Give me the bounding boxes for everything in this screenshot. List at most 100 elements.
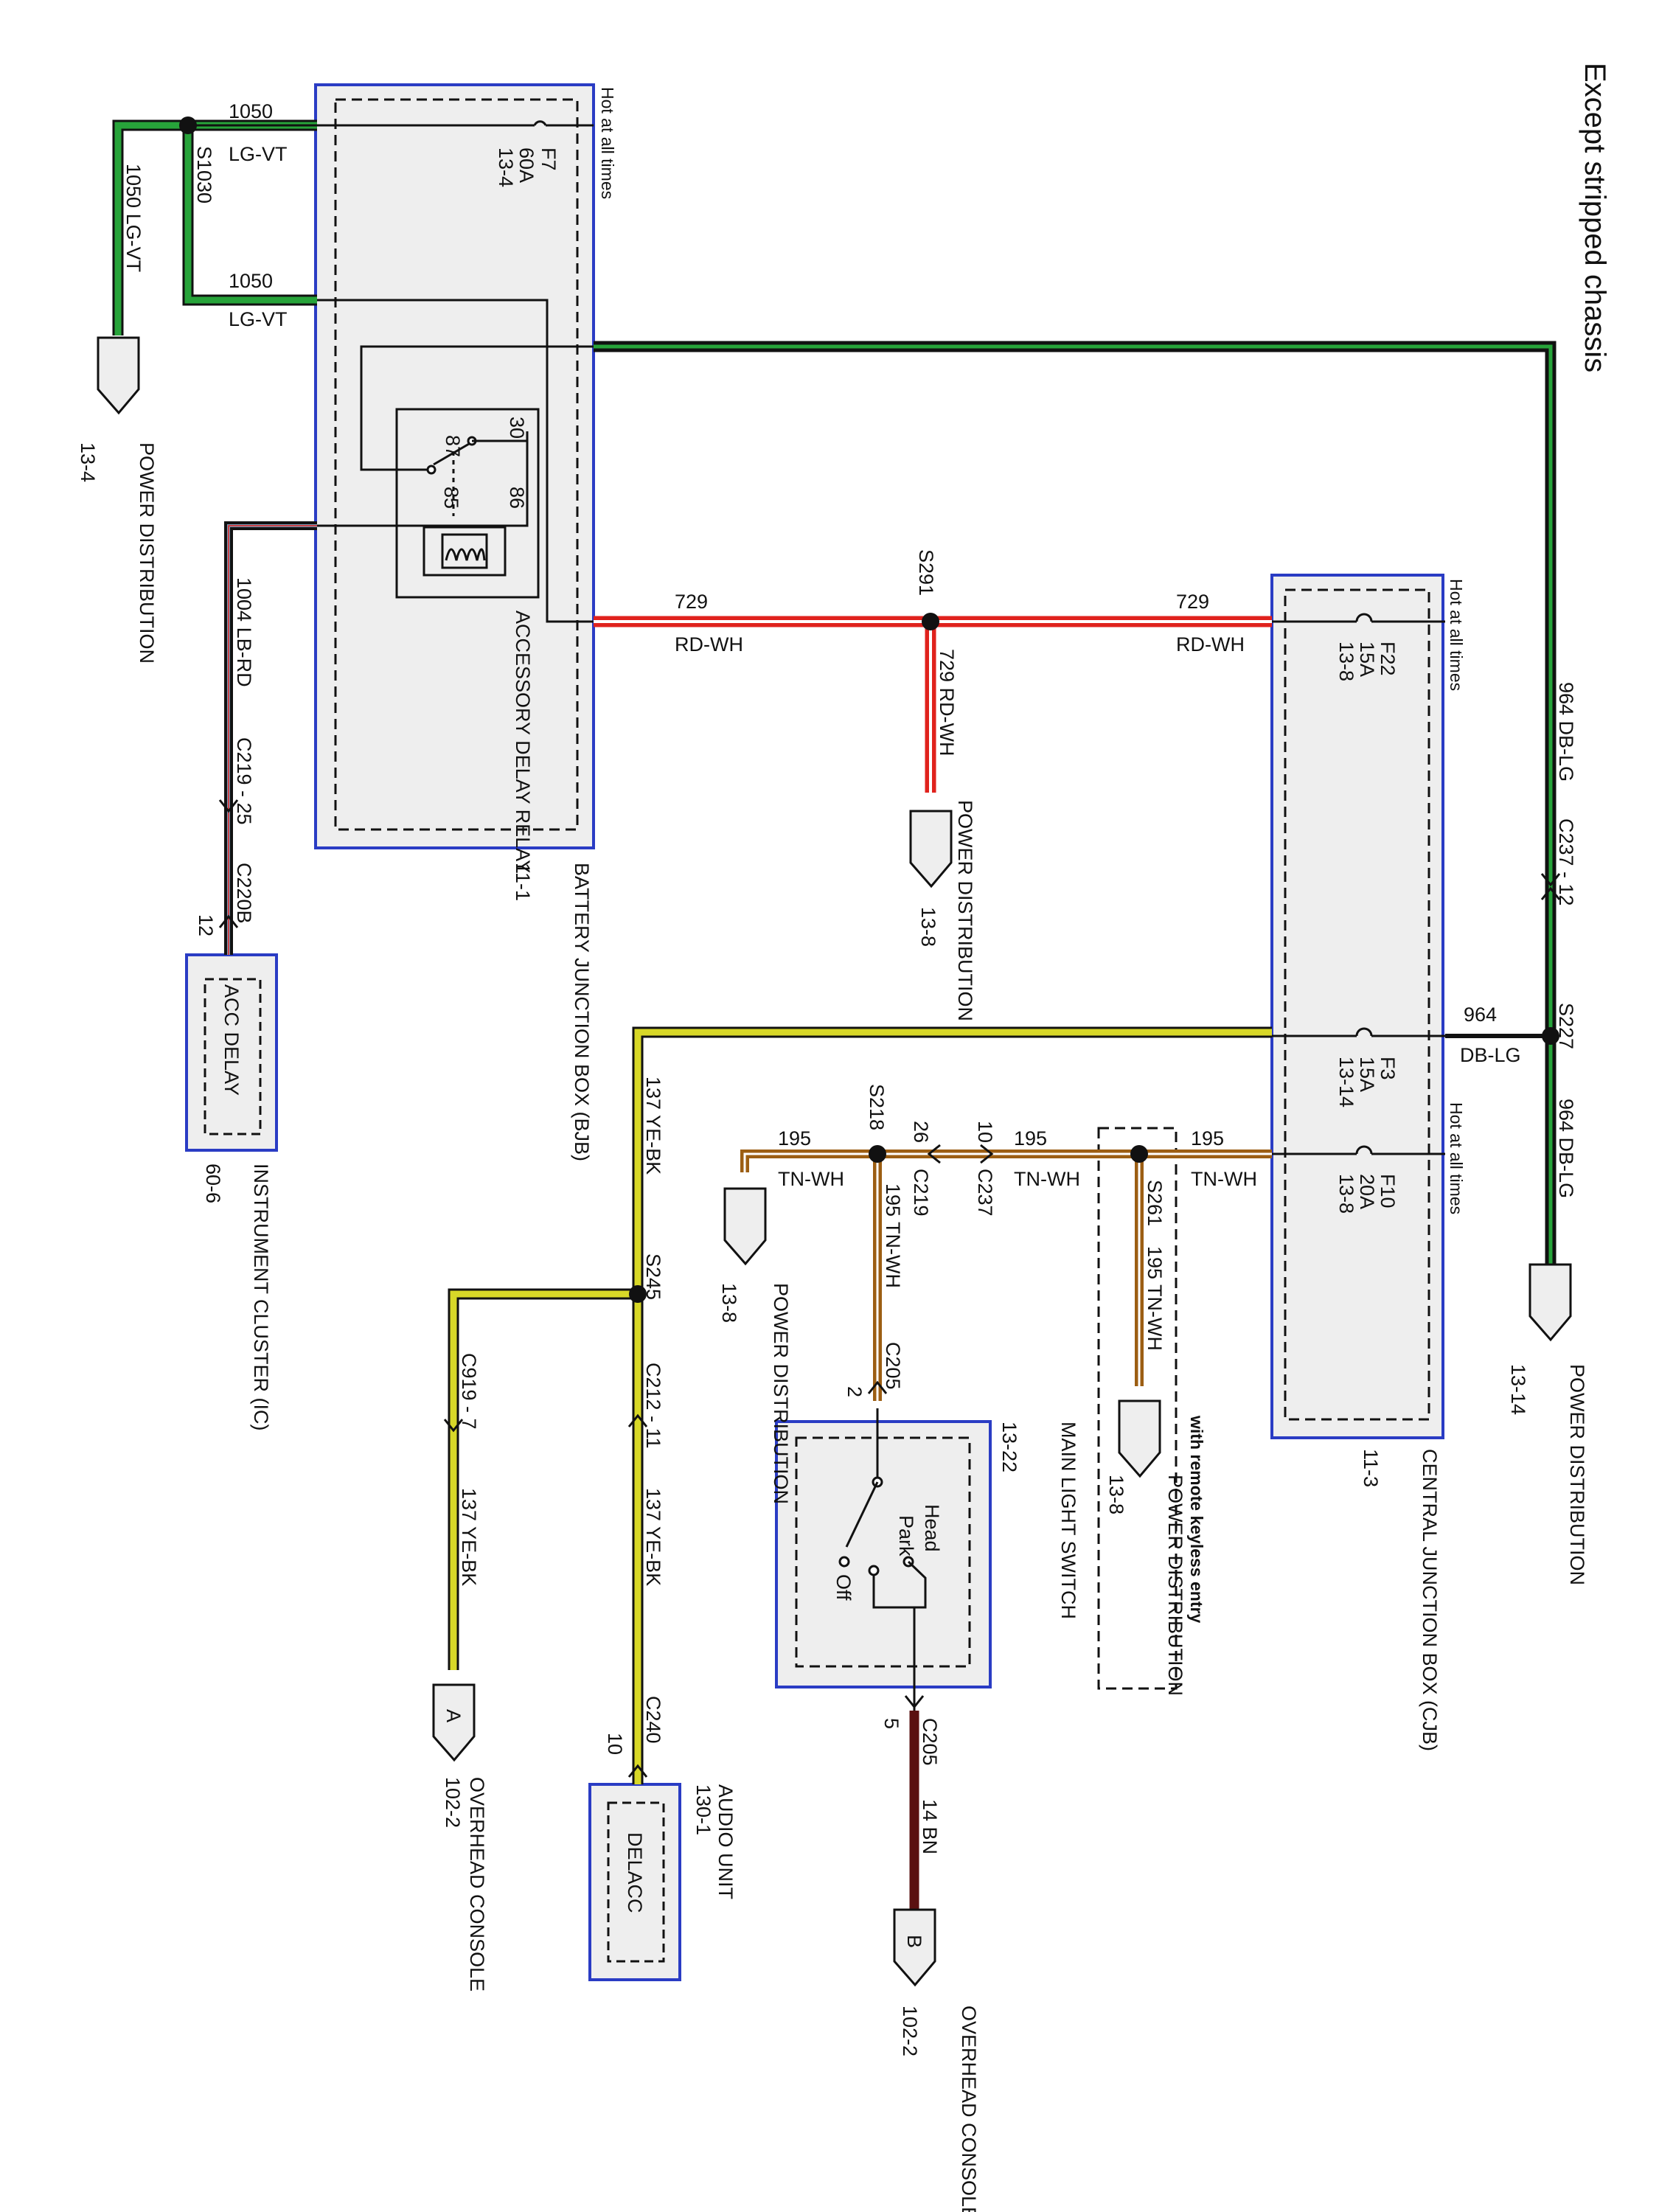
conn-c219: C219 — [910, 1169, 932, 1217]
conn-c240: C240 — [642, 1696, 664, 1744]
conn-pin-26: 26 — [910, 1121, 932, 1143]
mls-inner-dashed — [795, 1436, 971, 1668]
wire-137-ye-bk — [448, 1026, 1272, 1784]
overhead-a-ref: 102-2 — [442, 1777, 464, 1828]
acc-delay-label: ACC DELAY — [220, 984, 243, 1096]
rke-note: with remote keyless entry — [1187, 1415, 1206, 1623]
conn-c219-25: C219 - 25 — [233, 737, 255, 825]
relay-pin-86: 86 — [506, 487, 528, 509]
cjb-internal-circuit — [1272, 613, 1445, 1155]
mls-name: MAIN LIGHT SWITCH — [1057, 1422, 1079, 1619]
overhead-terminal-a: A — [432, 1683, 476, 1762]
cjb-fuse-f22: F22 — [1377, 641, 1399, 676]
wire-195-color-left: TN-WH — [778, 1168, 844, 1190]
overhead-terminal-b: B — [893, 1908, 936, 1987]
cjb-fuse-f10: F10 — [1377, 1174, 1399, 1208]
pd-terminal-13-4 — [97, 336, 140, 415]
wire-195-label-mid: 195 — [1014, 1127, 1047, 1150]
splice-s245-label: S245 — [642, 1253, 664, 1300]
mls-park: Park — [895, 1515, 917, 1557]
conn-c237-12: C237 - 12 — [1555, 818, 1577, 906]
pd-13-14-name: POWER DISTRIBUTION — [1566, 1364, 1588, 1585]
pd-terminal-13-8-rdwh — [909, 810, 953, 888]
wire-137-vertical-mid: 137 YE-BK — [642, 1488, 664, 1586]
cjb-hot-label-f10: Hot at all times — [1447, 1102, 1466, 1214]
pd-terminal-13-8-tnwh — [723, 1187, 767, 1266]
conn-c205-top: C205 — [882, 1342, 904, 1390]
splice-s227-label: S227 — [1555, 1003, 1577, 1049]
relay-name: ACCESSORY DELAY RELAY — [512, 611, 534, 873]
rke-option-dashed-box — [1097, 1127, 1178, 1690]
cjb-outline — [1270, 574, 1444, 1439]
relay-pin-87: 87 — [442, 435, 464, 457]
pd-13-4-name: POWER DISTRIBUTION — [136, 442, 158, 664]
audio-delacc-label: DELACC — [624, 1832, 646, 1913]
wire-729-label-left: 729 — [675, 591, 708, 613]
cjb-hot-label-f22: Hot at all times — [1447, 579, 1466, 691]
wire-964-db-lg — [594, 341, 1557, 1268]
wire-964-vertical-bottom: 964 DB-LG — [1555, 1099, 1577, 1198]
conn-c919-7: C919 - 7 — [458, 1353, 480, 1430]
bjb-name: BATTERY JUNCTION BOX (BJB) — [571, 863, 593, 1161]
cjb-name: CENTRAL JUNCTION BOX (CJB) — [1419, 1449, 1441, 1751]
wire-195-color-mid: TN-WH — [1014, 1168, 1080, 1190]
splice-s291-label: S291 — [915, 549, 937, 596]
bjb-internal-circuit — [188, 120, 594, 623]
wire-1050-color-mid: LG-VT — [229, 308, 288, 330]
conn-c237: C237 — [974, 1169, 996, 1217]
ic-name: INSTRUMENT CLUSTER (IC) — [250, 1164, 272, 1431]
mls-head: Head — [921, 1504, 943, 1552]
conn-c212-11: C212 - 11 — [642, 1363, 664, 1449]
wire-729-color-left: RD-WH — [675, 633, 743, 655]
relay-pin-30: 30 — [506, 417, 528, 439]
cjb-f3-rating: 15A — [1356, 1057, 1378, 1092]
wire-137-vertical-left: 137 YE-BK — [458, 1488, 480, 1586]
battery-junction-box — [314, 83, 595, 849]
wire-964-color: DB-LG — [1460, 1044, 1521, 1066]
splice-s1030 — [179, 116, 197, 134]
splice-s261-label: S261 — [1144, 1180, 1166, 1226]
overhead-b-name: OVERHEAD CONSOLE — [958, 2006, 980, 2212]
splice-s1030-label: S1030 — [193, 146, 215, 204]
bjb-ref: 11-1 — [512, 863, 534, 901]
terminal-a-label: A — [442, 1709, 465, 1722]
pd-13-4-ref: 13-4 — [77, 442, 99, 482]
overhead-b-ref: 102-2 — [899, 2006, 921, 2056]
cjb-inner-dashed — [1284, 588, 1430, 1421]
main-light-switch-contacts — [838, 1408, 927, 1688]
conn-pin-2: 2 — [844, 1386, 866, 1397]
overhead-a-name: OVERHEAD CONSOLE — [466, 1777, 488, 1992]
wire-14-bn-label: 14 BN — [919, 1799, 941, 1854]
splice-s261 — [1130, 1145, 1148, 1163]
bjb-inner-dashed — [334, 98, 579, 831]
cjb-f3-ref: 13-14 — [1335, 1057, 1357, 1107]
wire-195-label-left: 195 — [778, 1127, 811, 1150]
wire-1004-label: 1004 LB-RD — [233, 577, 255, 687]
cjb-f22-ref: 13-8 — [1335, 641, 1357, 681]
ic-inner-dashed — [204, 978, 262, 1135]
cjb-f10-ref: 13-8 — [1335, 1174, 1357, 1214]
wire-195-tn-wh — [740, 1150, 1272, 1401]
wire-137-vertical-top: 137 YE-BK — [642, 1077, 664, 1175]
mls-outline — [775, 1420, 992, 1688]
mls-off: Off — [832, 1574, 855, 1601]
relay-pin-85: 85 — [440, 487, 462, 509]
pd-13-8-rke-name: POWER DISTRIBUTION — [1164, 1475, 1186, 1696]
wire-729-vertical: 729 RD-WH — [936, 649, 958, 757]
pd-13-8-rdwh-name: POWER DISTRIBUTION — [954, 800, 976, 1021]
wire-1050-label-mid: 1050 — [229, 270, 273, 292]
pd-13-8-tnwh-name: POWER DISTRIBUTION — [770, 1283, 792, 1504]
audio-inner-dashed — [607, 1801, 665, 1963]
audio-unit — [588, 1783, 681, 1981]
conn-pin-10-c237: 10 — [974, 1121, 996, 1143]
wire-1050-label-top: 1050 — [229, 100, 273, 122]
wire-964-vertical-top: 964 DB-LG — [1555, 682, 1577, 782]
splice-s218 — [869, 1145, 886, 1163]
pd-13-8-rke-ref: 13-8 — [1105, 1475, 1127, 1514]
wire-195-label-right: 195 — [1191, 1127, 1224, 1150]
wire-195-color-right: TN-WH — [1191, 1168, 1257, 1190]
pd-13-8-rdwh-ref: 13-8 — [917, 907, 939, 947]
central-junction-box — [1270, 574, 1444, 1439]
